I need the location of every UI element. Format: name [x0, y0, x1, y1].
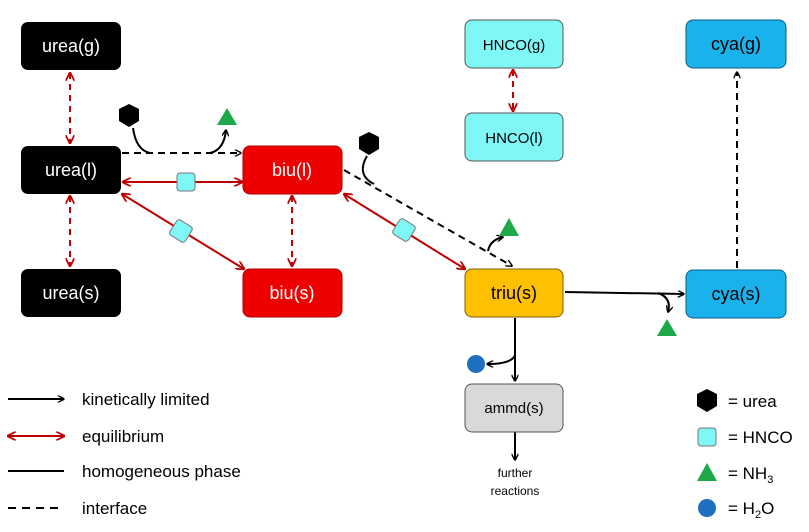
node-urea-l: urea(l): [21, 146, 121, 194]
node-urea-g-label: urea(g): [42, 36, 100, 56]
legend-interface-label: interface: [82, 499, 147, 518]
node-cya-g: cya(g): [685, 19, 787, 69]
node-cya-s: cya(s): [685, 269, 787, 319]
legend-kinetic-label: kinetically limited: [82, 390, 210, 409]
curl-nh3-out-2: [487, 237, 503, 252]
node-biu-s-label: biu(s): [269, 283, 314, 303]
hnco-square-icon: [169, 219, 193, 243]
curl-urea-in-1: [132, 127, 151, 154]
legend-nh3-label: = NH3: [728, 464, 773, 486]
curl-urea-in-2: [361, 155, 375, 185]
legend-equilibrium-label: equilibrium: [82, 427, 164, 446]
legend-h2o-label: = H2O: [728, 499, 774, 521]
legend-urea-hexagon-icon: [697, 389, 717, 412]
node-biu-s: biu(s): [242, 268, 343, 318]
curl-nh3-out-3: [657, 292, 669, 312]
edges: [70, 70, 737, 460]
urea-hexagon-icon: [359, 132, 379, 155]
node-cya-g-label: cya(g): [711, 34, 761, 54]
node-ammd-s: ammd(s): [464, 383, 564, 433]
nh3-triangle-icon: [499, 218, 519, 236]
further-reactions-line2: reactions: [491, 484, 540, 498]
legend-symbols: = urea = HNCO = NH3 = H2O: [697, 389, 793, 521]
node-hnco-g: HNCO(g): [464, 19, 564, 69]
node-hnco-l: HNCO(l): [464, 112, 564, 162]
legend-h2o-circle-icon: [698, 499, 716, 517]
node-biu-l-label: biu(l): [272, 160, 312, 180]
curl-h2o-out: [487, 354, 516, 364]
node-urea-s-label: urea(s): [42, 283, 99, 303]
node-hnco-g-label: HNCO(g): [483, 37, 546, 54]
nh3-triangle-icon: [217, 108, 237, 125]
legend-hnco-label: = HNCO: [728, 428, 793, 447]
node-hnco-l-label: HNCO(l): [485, 130, 543, 147]
curl-nh3-out-1: [209, 130, 226, 154]
edge-triu-s-cya-s: [564, 292, 684, 294]
node-triu-s: triu(s): [464, 268, 564, 318]
hnco-square-icon: [176, 172, 196, 192]
node-urea-s: urea(s): [21, 269, 121, 317]
further-reactions-line1: further: [498, 466, 533, 480]
node-urea-g: urea(g): [21, 22, 121, 70]
legend-hnco-square-icon: [697, 427, 717, 447]
node-biu-l: biu(l): [242, 145, 343, 195]
legend-line-types: kinetically limited equilibrium homogene…: [8, 390, 241, 518]
hnco-square-icon: [392, 218, 416, 242]
node-urea-l-label: urea(l): [45, 160, 97, 180]
nh3-triangle-icon: [657, 319, 677, 336]
h2o-circle-icon: [467, 355, 485, 373]
node-cya-s-label: cya(s): [712, 284, 761, 304]
node-ammd-s-label: ammd(s): [484, 400, 543, 417]
legend-urea-label: = urea: [728, 392, 777, 411]
edge-biu-l-triu-s-kinetic: [343, 169, 512, 266]
legend-homogeneous-label: homogeneous phase: [82, 462, 241, 481]
node-triu-s-label: triu(s): [491, 283, 537, 303]
legend-nh3-triangle-icon: [697, 463, 717, 481]
urea-hexagon-icon: [119, 104, 139, 127]
